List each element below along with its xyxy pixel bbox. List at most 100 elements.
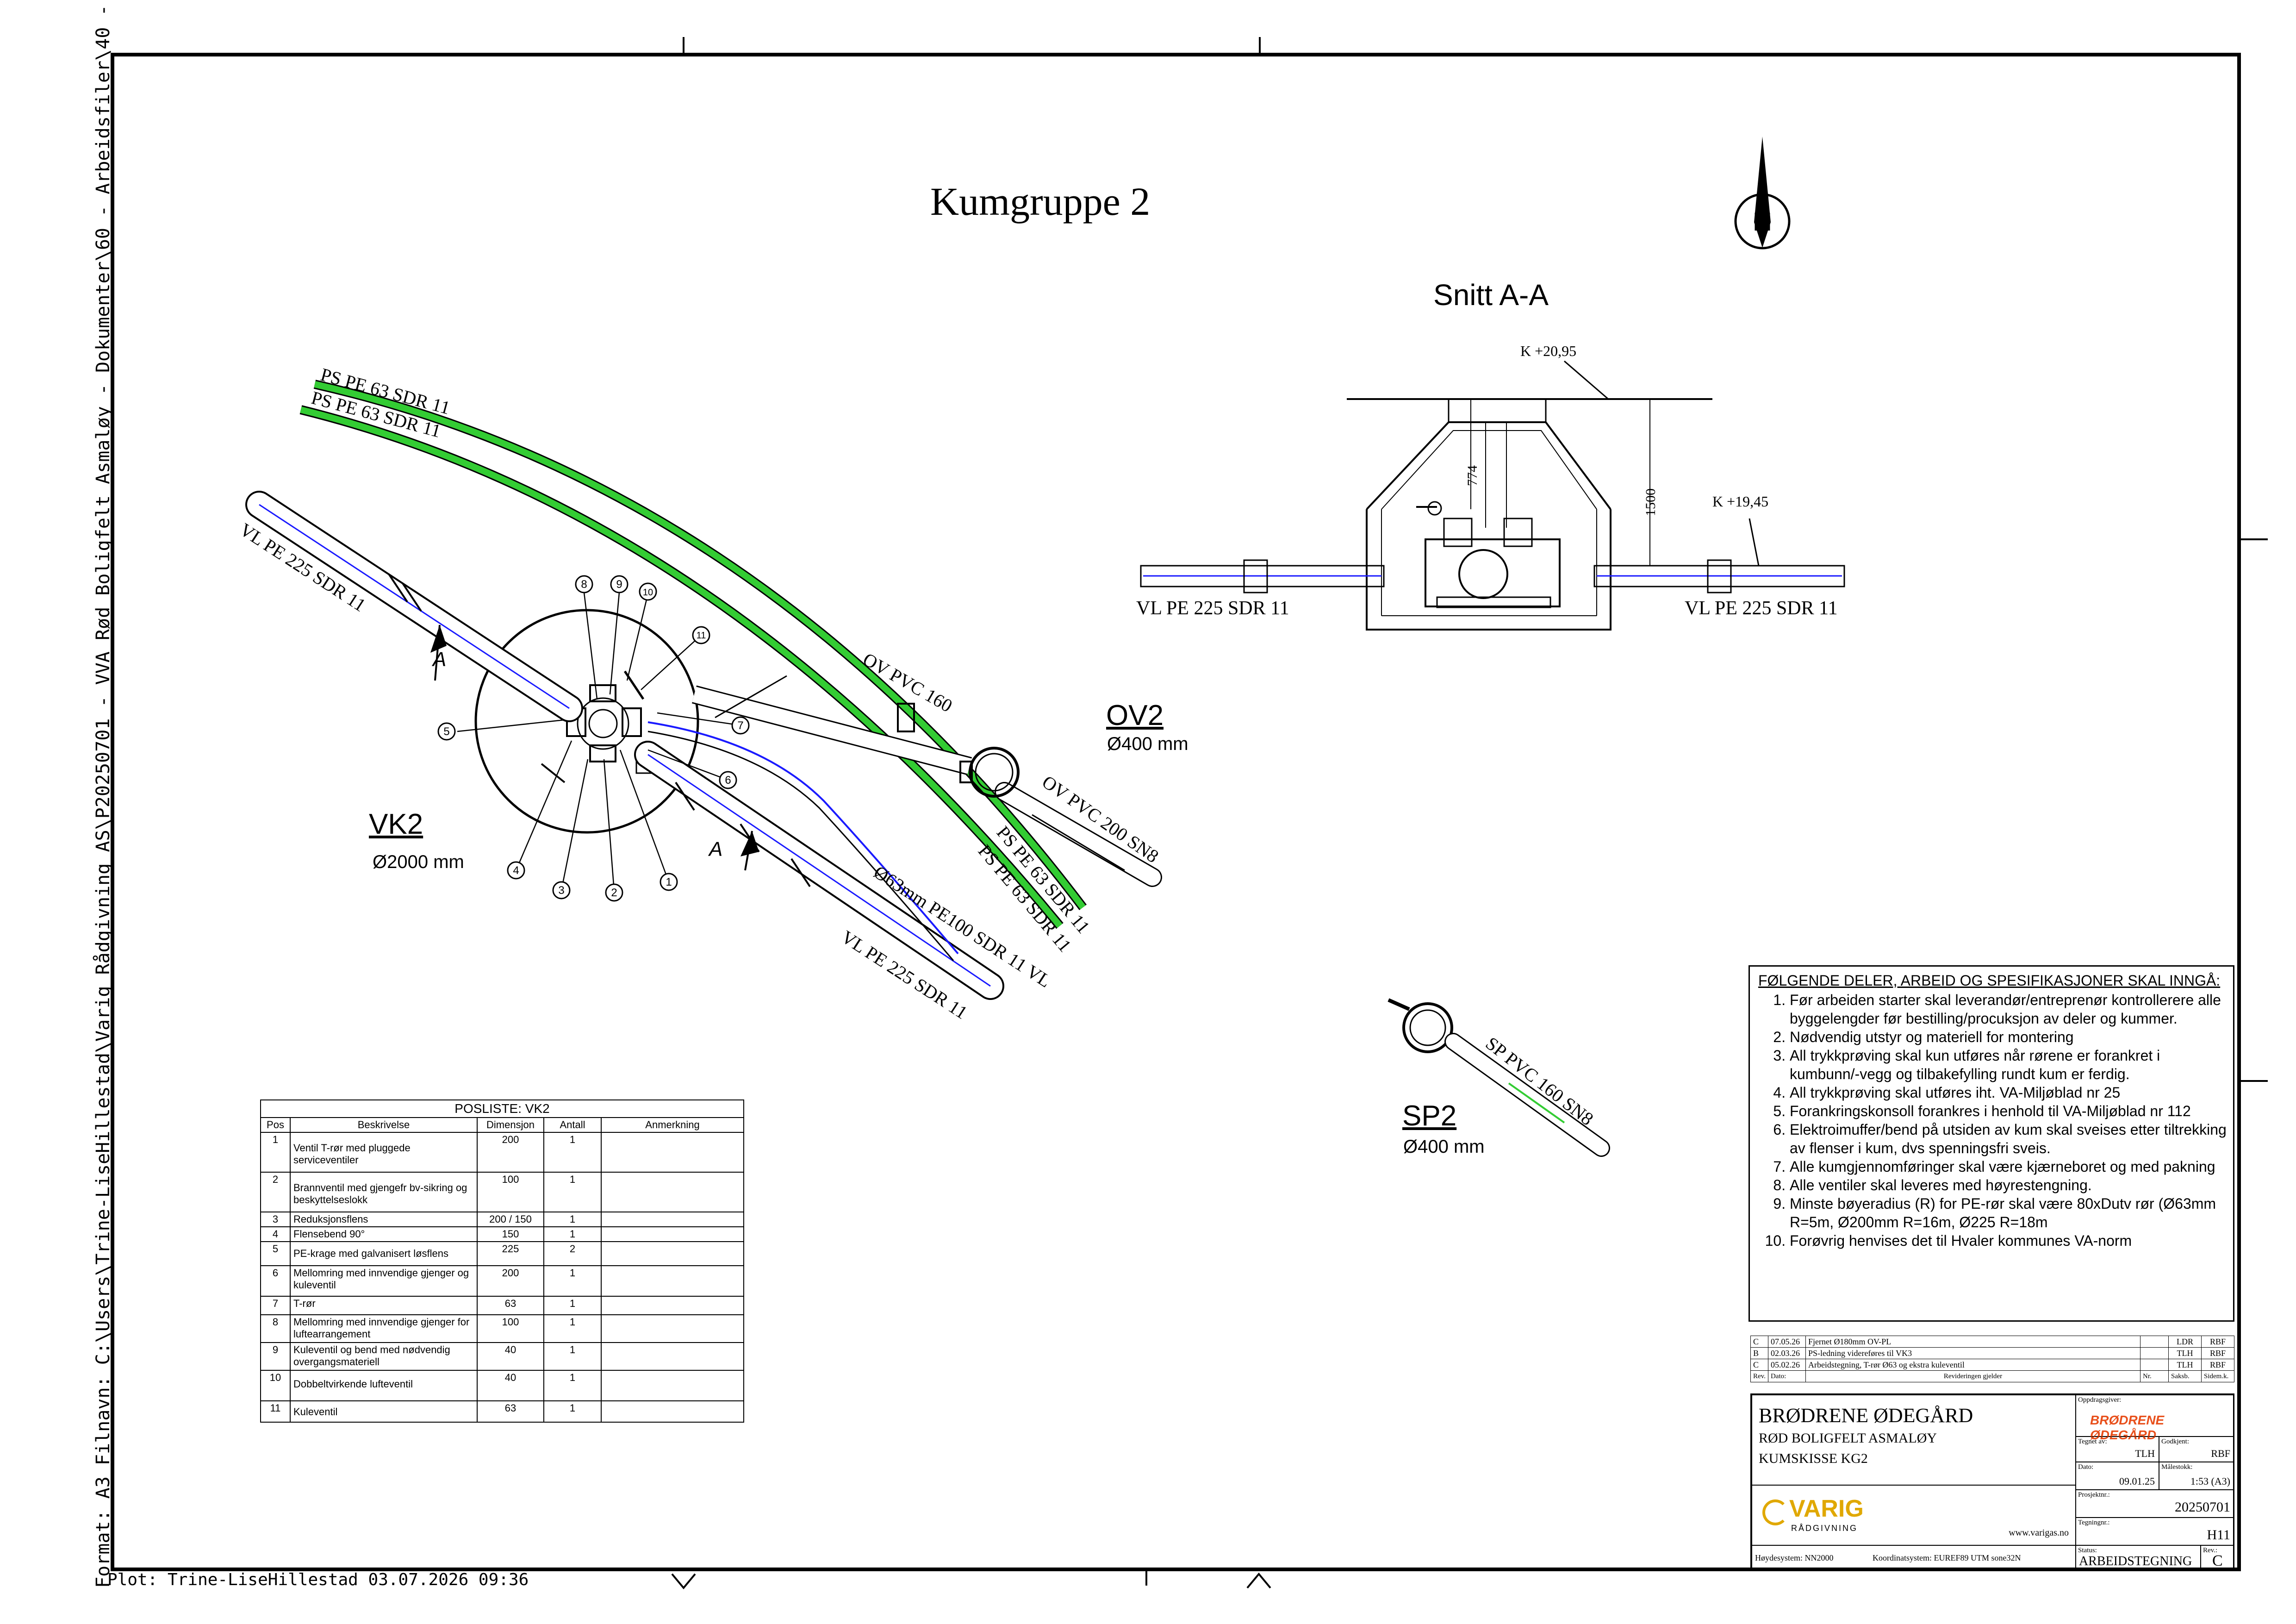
cell-dim: 63 xyxy=(477,1296,544,1315)
cell-desc: Kuleventil og bend med nødvendig overgan… xyxy=(290,1342,478,1371)
posliste-header: Anmerkning xyxy=(601,1117,744,1133)
cell-ant: 1 xyxy=(543,1314,602,1343)
cell-desc: T-rør xyxy=(290,1296,478,1315)
rev-nr xyxy=(2140,1336,2169,1348)
cell-note xyxy=(601,1314,744,1343)
svg-text:2: 2 xyxy=(611,887,617,899)
godkjent-label: Godkjent: xyxy=(2161,1438,2189,1445)
cell-desc: Kuleventil xyxy=(290,1400,478,1423)
tegningnr-value: H11 xyxy=(2207,1527,2230,1543)
rev-header: Revideringen gjelder xyxy=(1805,1370,2141,1382)
cell-ant: 1 xyxy=(543,1212,602,1227)
svg-text:3: 3 xyxy=(558,884,564,897)
ov2-manhole xyxy=(959,747,1020,798)
rev-sidem: RBF xyxy=(2201,1347,2234,1359)
section-dim-774: 774 xyxy=(1465,465,1480,486)
rev-header: Dato: xyxy=(1767,1370,1806,1382)
cell-pos: 5 xyxy=(260,1241,291,1266)
section-title: Snitt A-A xyxy=(1433,278,1549,312)
posliste-header: Beskrivelse xyxy=(290,1117,478,1133)
list-item: All trykkprøving skal kun utføres når rø… xyxy=(1790,1046,2227,1083)
position-bubbles: 1 2 3 4 5 6 7 8 9 10 11 xyxy=(437,575,750,902)
rev-nr xyxy=(2140,1359,2169,1371)
sp2-dia: Ø400 mm xyxy=(1403,1137,1485,1157)
cell-desc: Reduksjonsflens xyxy=(290,1212,478,1227)
vl-pipes xyxy=(245,491,1004,1000)
cell-pos: 11 xyxy=(260,1400,291,1423)
bubble-leaders xyxy=(457,592,735,892)
plot-info-text: Plot: Trine-LiseHillestad 03.07.2026 09:… xyxy=(107,1570,529,1589)
north-arrow-icon: N xyxy=(1734,137,1791,250)
cell-note xyxy=(601,1265,744,1297)
cell-desc: PE-krage med galvanisert løsflens xyxy=(290,1241,478,1266)
cell-note xyxy=(601,1212,744,1227)
svg-text:7: 7 xyxy=(737,719,743,732)
cell-dim: 200 xyxy=(477,1132,544,1173)
malestokk-label: Målestokk: xyxy=(2161,1463,2193,1471)
bubble-8: 8 xyxy=(575,575,593,593)
cell-ant: 1 xyxy=(543,1172,602,1212)
cell-dim: 100 xyxy=(477,1314,544,1343)
rev-date: 07.05.26 xyxy=(1767,1336,1806,1348)
rev-header: Rev. xyxy=(1750,1370,1768,1382)
rev-header: Saksb. xyxy=(2168,1370,2202,1382)
cell-desc: Dobbeltvirkende lufteventil xyxy=(290,1370,478,1401)
ov-pipes xyxy=(691,675,1162,887)
svg-text:5: 5 xyxy=(443,725,449,738)
section-pipe-left-label: VL PE 225 SDR 11 xyxy=(1136,598,1289,619)
list-item: All trykkprøving skal utføres iht. VA-Mi… xyxy=(1790,1083,2227,1102)
bubble-4: 4 xyxy=(507,861,525,880)
cell-desc: Flensebend 90° xyxy=(290,1226,478,1242)
bubble-2: 2 xyxy=(605,883,623,902)
rev-cell: Rev.:C xyxy=(2201,1545,2234,1569)
prosjekt-cell: Prosjektnr.:20250701 xyxy=(2076,1490,2234,1518)
cell-note xyxy=(601,1370,744,1401)
north-label: N xyxy=(1753,207,1772,236)
sp2-label: SP2 xyxy=(1402,1100,1457,1132)
cell-pos: 6 xyxy=(260,1265,291,1297)
section-dim-1500: 1500 xyxy=(1643,488,1658,516)
tegningnr-label: Tegningnr.: xyxy=(2078,1519,2110,1526)
cell-note xyxy=(601,1342,744,1371)
cell-ant: 1 xyxy=(543,1370,602,1401)
rev-date: 02.03.26 xyxy=(1767,1347,1806,1359)
client-logo: BRØDRENE ØDEGÅRD xyxy=(2090,1413,2165,1442)
drawing-title: Kumgruppe 2 xyxy=(930,179,1151,224)
cell-ant: 1 xyxy=(543,1132,602,1173)
cell-dim: 40 xyxy=(477,1370,544,1401)
section-level-pipe: K +19,45 xyxy=(1712,493,1769,510)
list-item: Minste bøyeradius (R) for PE-rør skal væ… xyxy=(1790,1194,2227,1231)
cell-pos: 9 xyxy=(260,1342,291,1371)
cell-note xyxy=(601,1400,744,1423)
vk2-dia: Ø2000 mm xyxy=(373,852,464,872)
ps-pipes xyxy=(299,380,1087,929)
sheet-name: KUMSKISSE KG2 xyxy=(1759,1451,1868,1466)
rev-sidem: RBF xyxy=(2201,1359,2234,1371)
malestokk-value: 1:53 (A3) xyxy=(2190,1475,2230,1487)
website: www.varigas.no xyxy=(2009,1528,2069,1538)
list-item: Forøvrig henvises det til Hvaler kommune… xyxy=(1790,1231,2227,1250)
cell-desc: Brannventil med gjengefr bv-sikring og b… xyxy=(290,1172,478,1212)
svg-text:8: 8 xyxy=(581,578,587,591)
cell-note xyxy=(601,1241,744,1266)
cell-ant: 1 xyxy=(543,1400,602,1423)
rev-desc: PS-ledning videreføres til VK3 xyxy=(1805,1347,2141,1359)
status-value: ARBEIDSTEGNING xyxy=(2079,1554,2192,1568)
tegnet-value: TLH xyxy=(2135,1448,2155,1459)
tegningnr-cell: Tegningnr.: H11 xyxy=(2076,1518,2234,1545)
varig-logo-icon xyxy=(1762,1499,1788,1525)
cell-ant: 1 xyxy=(543,1296,602,1315)
prosjekt-label: Prosjektnr.: xyxy=(2078,1491,2110,1499)
sp2-manhole xyxy=(1388,998,1610,1157)
posliste-header: Antall xyxy=(543,1117,602,1133)
